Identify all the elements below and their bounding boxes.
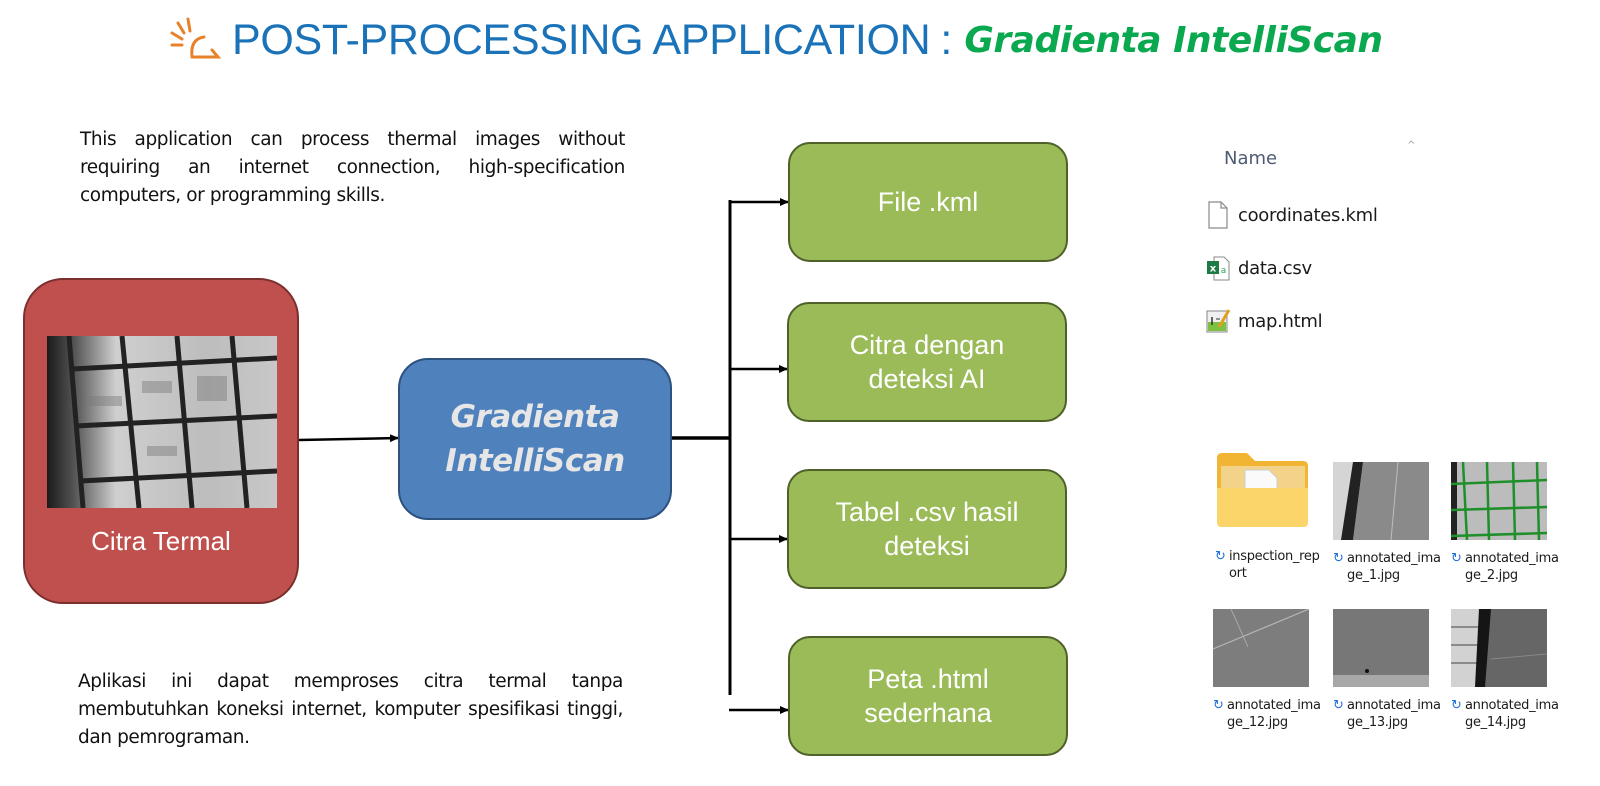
- file-name: data.csv: [1238, 257, 1312, 279]
- svg-text:x: x: [1210, 264, 1217, 275]
- processor-box: Gradienta IntelliScan: [398, 358, 672, 520]
- sync-status-icon: ↻: [1215, 549, 1226, 564]
- caption-line1: annotated_ima: [1465, 698, 1559, 713]
- description-english: This application can process thermal ima…: [80, 129, 625, 206]
- description-indonesian: Aplikasi ini dapat memproses citra terma…: [78, 671, 623, 748]
- output-label-line1: Citra dengan: [849, 330, 1005, 360]
- image-thumbnail: [1333, 609, 1429, 687]
- title-separator: :: [940, 15, 953, 64]
- title-main: POST-PROCESSING APPLICATION: [232, 15, 931, 64]
- input-label: Citra Termal: [91, 526, 231, 556]
- generic-file-icon: [1208, 201, 1228, 229]
- processor-label-line1: Gradienta: [450, 399, 620, 435]
- grid-item-caption: ↻ annotated_ima ge_12.jpg: [1213, 697, 1331, 731]
- image-thumbnail: [1333, 461, 1429, 541]
- file-name: map.html: [1238, 310, 1323, 332]
- caption-line1: annotated_ima: [1227, 698, 1321, 713]
- sort-indicator-icon: ^: [1407, 140, 1416, 151]
- sync-status-icon: ↻: [1213, 698, 1224, 713]
- sync-status-icon: ↻: [1451, 698, 1462, 713]
- output-label-line2: deteksi: [884, 531, 970, 561]
- processor-label-line2: IntelliScan: [445, 443, 625, 479]
- caption-line1: annotated_ima: [1347, 551, 1441, 566]
- caption-line2: ge_1.jpg: [1347, 568, 1400, 583]
- sync-status-icon: ↻: [1451, 551, 1462, 566]
- html-file-icon: [1206, 309, 1230, 333]
- caption-line2: ge_13.jpg: [1347, 715, 1408, 730]
- column-header-name[interactable]: Name: [1224, 148, 1278, 169]
- grid-item-annotated-image-14[interactable]: ↻ annotated_ima ge_14.jpg: [1451, 609, 1569, 731]
- file-row-map-html[interactable]: map.html: [1206, 306, 1323, 336]
- input-thermal-image-box: Citra Termal: [23, 278, 299, 604]
- grid-item-annotated-image-2[interactable]: ↻ annotated_ima ge_2.jpg: [1450, 461, 1569, 584]
- output-label-line2: deteksi AI: [868, 364, 986, 394]
- output-label-line1: File .kml: [877, 187, 979, 217]
- file-row-coordinates-kml[interactable]: coordinates.kml: [1206, 200, 1378, 230]
- caption-line1: inspection_rep: [1229, 549, 1320, 564]
- caption-line1: annotated_ima: [1347, 698, 1441, 713]
- caption-line2: ort: [1229, 566, 1247, 581]
- grid-item-annotated-image-13[interactable]: ↻ annotated_ima ge_13.jpg: [1333, 609, 1451, 731]
- image-thumbnail: [1451, 609, 1548, 687]
- excel-file-icon: x a: [1207, 256, 1230, 281]
- grid-item-annotated-image-1[interactable]: ↻ annotated_ima ge_1.jpg: [1333, 461, 1451, 584]
- output-label-line2: sederhana: [864, 698, 992, 728]
- folder-icon: [1217, 453, 1308, 527]
- arrow-input-to-processor: [298, 434, 399, 443]
- caption-line2: ge_14.jpg: [1465, 715, 1526, 730]
- caption-line2: ge_12.jpg: [1227, 715, 1288, 730]
- svg-text:a: a: [1221, 266, 1227, 276]
- grid-item-caption: ↻ annotated_ima ge_1.jpg: [1333, 550, 1451, 584]
- file-row-data-csv[interactable]: x a data.csv: [1206, 253, 1312, 283]
- grid-item-caption: ↻ annotated_ima ge_2.jpg: [1451, 550, 1569, 584]
- thermal-solar-panel-image: [47, 336, 277, 508]
- page-title: POST-PROCESSING APPLICATION : Gradienta …: [170, 10, 1383, 70]
- caption-line1: annotated_ima: [1465, 551, 1559, 566]
- file-name: coordinates.kml: [1238, 204, 1378, 226]
- sync-status-icon: ↻: [1333, 551, 1344, 566]
- output-box-html-map: Peta .html sederhana: [788, 636, 1068, 756]
- grid-item-caption: ↻ annotated_ima ge_13.jpg: [1333, 697, 1451, 731]
- image-thumbnail: [1450, 461, 1548, 541]
- grid-item-annotated-image-12[interactable]: ↻ annotated_ima ge_12.jpg: [1212, 608, 1331, 731]
- output-box-csv: Tabel .csv hasil deteksi: [787, 469, 1067, 589]
- image-thumbnail: [1212, 608, 1310, 687]
- output-box-kml: File .kml: [788, 142, 1068, 262]
- title-app-name: Gradienta IntelliScan: [964, 19, 1383, 61]
- sync-status-icon: ↻: [1333, 698, 1344, 713]
- grid-item-caption: ↻ annotated_ima ge_14.jpg: [1451, 697, 1569, 731]
- output-box-ai-image: Citra dengan deteksi AI: [787, 302, 1067, 422]
- output-label-line1: Peta .html: [867, 664, 989, 694]
- output-label-line1: Tabel .csv hasil: [835, 497, 1019, 527]
- sunrise-logo-icon: [170, 17, 222, 59]
- caption-line2: ge_2.jpg: [1465, 568, 1518, 583]
